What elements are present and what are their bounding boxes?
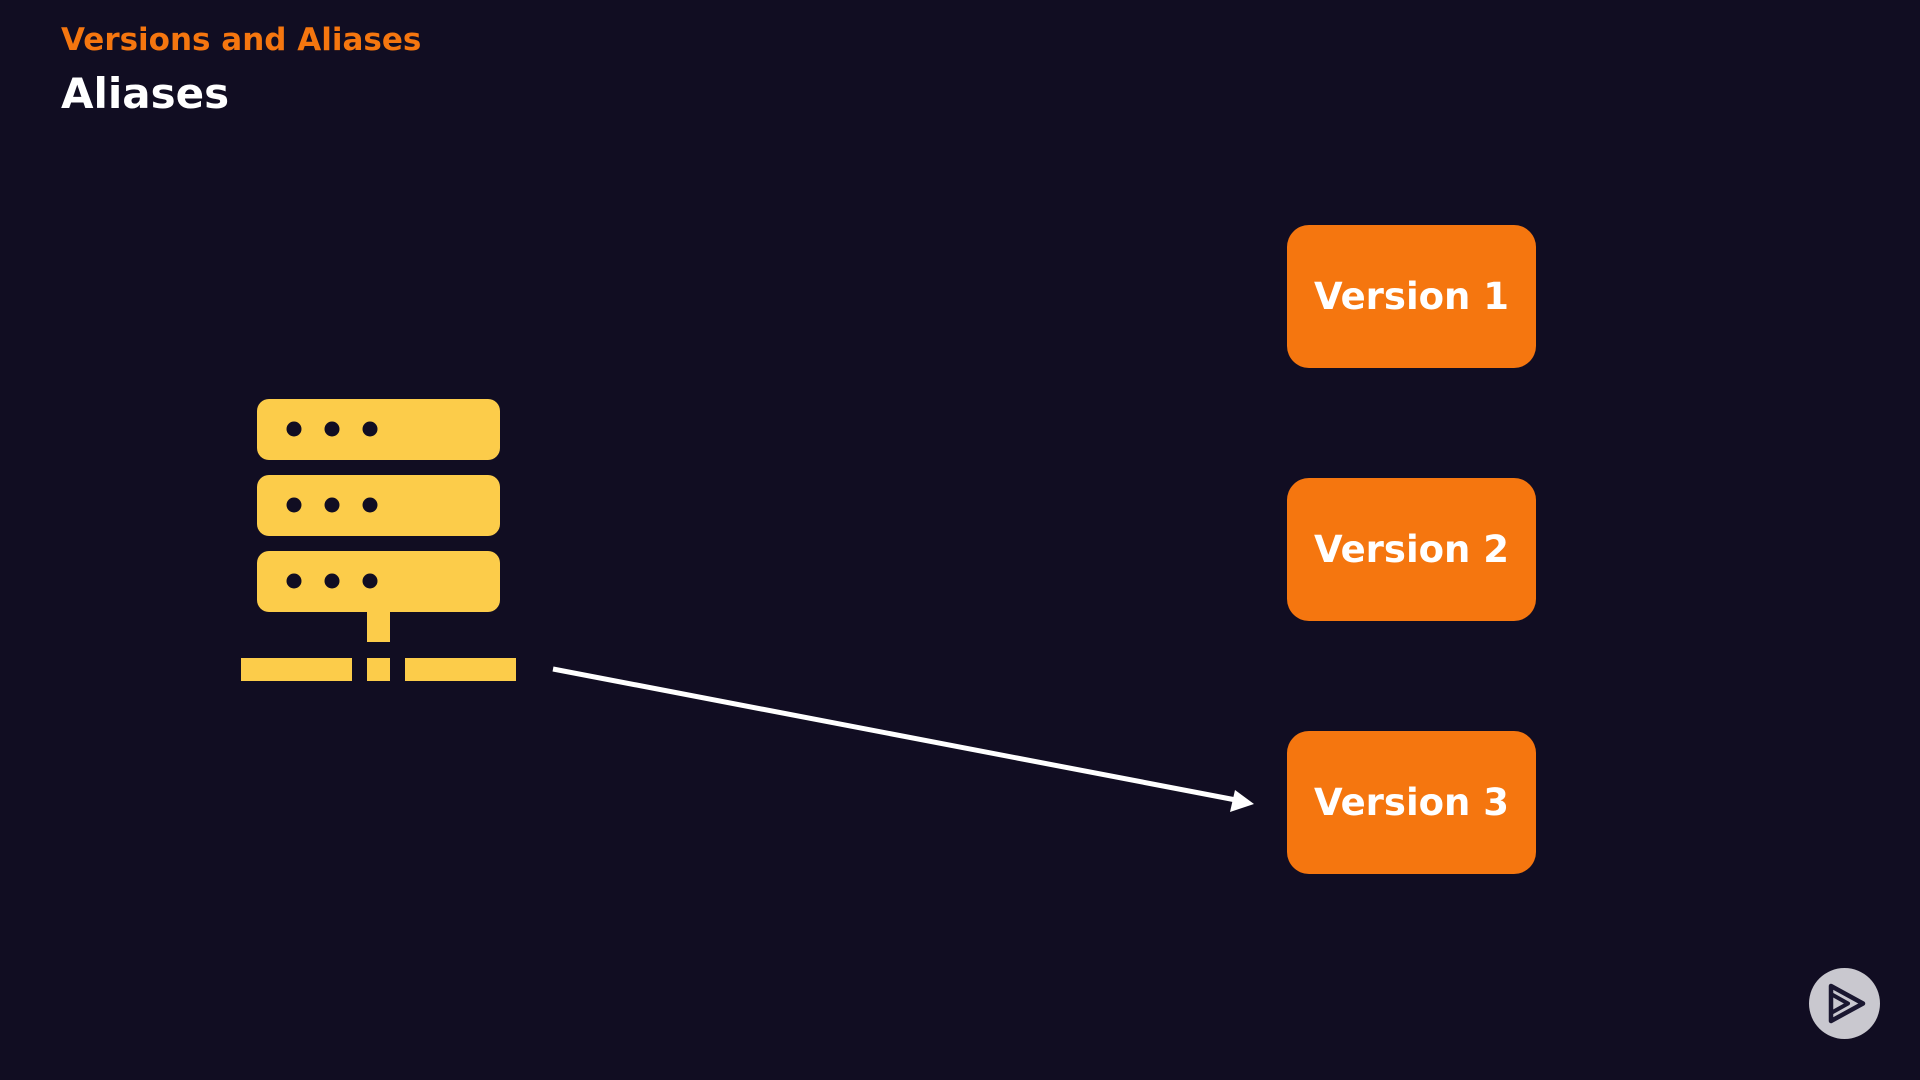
- slide-title: Aliases: [61, 69, 230, 118]
- version-1-box: Version 1: [1287, 225, 1536, 368]
- section-title: Versions and Aliases: [61, 22, 422, 58]
- server-network-icon: [241, 399, 516, 681]
- alias-arrow: [552, 666, 1254, 812]
- play-logo-icon: [1809, 968, 1880, 1039]
- version-2-box: Version 2: [1287, 478, 1536, 621]
- version-3-box: Version 3: [1287, 731, 1536, 874]
